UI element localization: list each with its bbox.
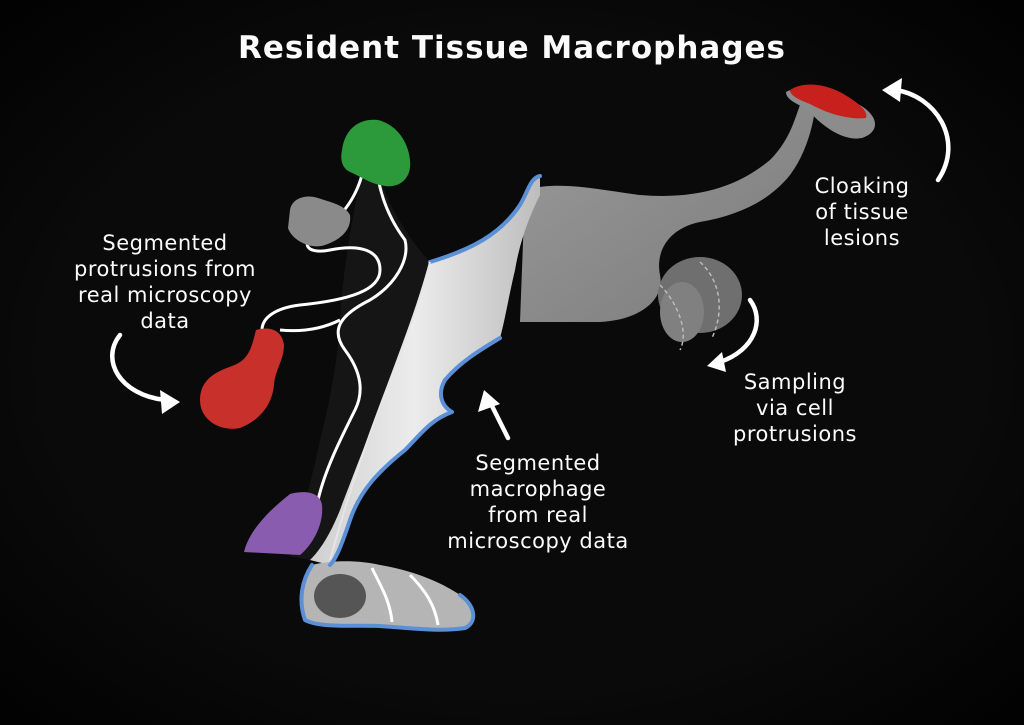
annotation-macrophage-line-3: from real [488,503,588,527]
segmented-macrophage [260,88,876,632]
annotation-macrophage-line-1: Segmented [475,451,600,475]
annotation-sampling: Sampling via cell protrusions [733,370,857,446]
annotation-protrusions-line-2: protrusions from [74,257,256,281]
annotation-sampling-line-2: via cell [756,396,834,420]
cell-body-main [310,176,540,565]
cell-foot-shade [314,574,366,618]
body-division-line [329,261,431,561]
arrow-cloaking [882,78,951,183]
protrusion-strand-mid [316,177,408,501]
lesion-red [790,84,867,119]
annotation-cloaking-line-1: Cloaking [815,174,910,198]
protrusion-purple [244,492,323,555]
protrusion-strand-foot [370,567,440,626]
annotation-protrusions: Segmented protrusions from real microsco… [74,231,256,333]
annotation-cloaking: Cloaking of tissue lesions [815,174,910,250]
annotation-protrusions-line-4: data [140,309,189,333]
annotation-macrophage-line-2: macrophage [470,477,607,501]
arrow-sampling [707,297,759,372]
annotation-cloaking-line-2: of tissue [815,200,909,224]
protrusion-green [341,119,411,187]
arrow-macrophage [478,390,511,441]
membrane-outline-bottom [328,336,502,567]
annotation-macrophage-line-4: microscopy data [447,529,628,553]
arrow-protrusions [110,332,180,414]
diagram-title: Resident Tissue Macrophages [238,30,786,66]
membrane-outline-foot [299,563,476,632]
sampling-protrusion [658,257,742,351]
protrusion-grey [288,196,351,247]
membrane-outline-top [428,174,542,264]
annotation-cloaking-line-3: lesions [824,226,900,250]
protrusion-strand-left [279,318,341,333]
cell-arm-right [520,105,815,322]
protrusion-red [200,328,284,429]
annotation-sampling-line-1: Sampling [744,370,846,394]
annotation-protrusions-line-1: Segmented [102,231,227,255]
cell-body-dark [290,178,430,560]
annotation-macrophage: Segmented macrophage from real microscop… [447,451,628,553]
annotation-protrusions-line-3: real microscopy [78,283,252,307]
annotation-sampling-line-3: protrusions [733,422,857,446]
